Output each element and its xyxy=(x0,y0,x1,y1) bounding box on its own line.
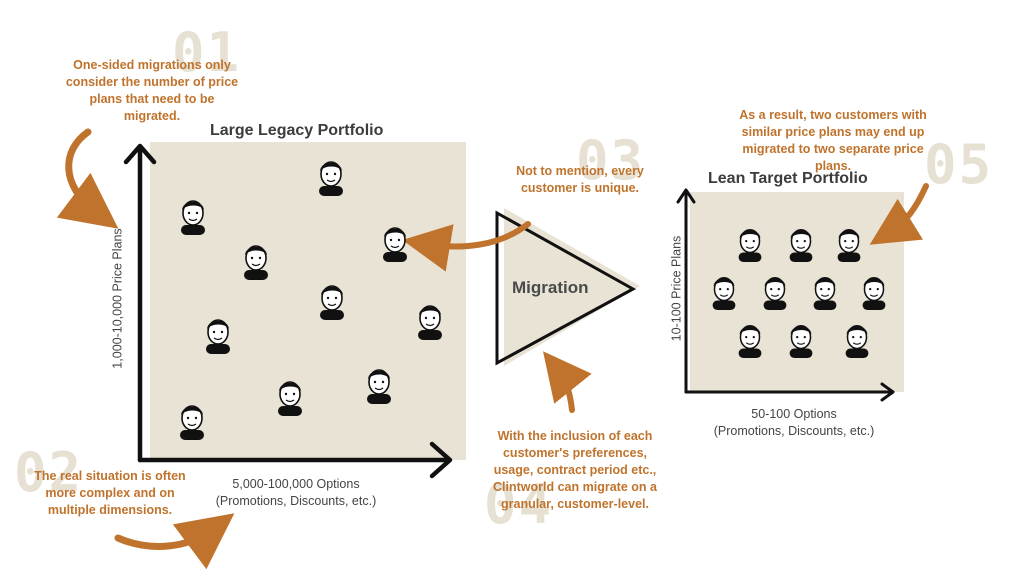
customer-avatar-icon xyxy=(711,276,737,310)
customer-avatar-icon xyxy=(417,305,443,340)
customer-avatar-icon xyxy=(737,228,763,262)
step-number-02: 02 xyxy=(14,441,84,504)
step-number-01: 01 xyxy=(172,21,242,84)
note-03: Not to mention, every customer is unique… xyxy=(516,164,644,195)
curved-arrow-icon-01 xyxy=(56,128,119,229)
step-number-05: 05 xyxy=(924,133,994,196)
customer-avatar-icon xyxy=(205,319,231,354)
customer-avatar-icon xyxy=(277,381,303,416)
legacy-customer-avatars xyxy=(179,161,443,440)
customer-avatar-icon xyxy=(179,405,205,440)
curved-arrow-icon-05 xyxy=(869,183,929,245)
note-02: The real situation is often more complex… xyxy=(34,469,186,517)
legacy-x-axis-label-line1: 5,000-100,000 Options xyxy=(232,477,360,491)
target-x-axis-label-line2: (Promotions, Discounts, etc.) xyxy=(713,424,875,438)
customer-avatar-icon xyxy=(366,369,392,404)
customer-avatar-icon xyxy=(382,227,408,262)
target-y-axis-label: 10-100 Price Plans xyxy=(669,235,684,342)
customer-avatar-icon xyxy=(243,245,269,280)
customer-avatar-icon xyxy=(319,285,345,320)
customer-avatar-icon xyxy=(861,276,887,310)
curved-arrow-icon-04 xyxy=(543,351,592,413)
target-x-axis-label: 50-100 Options (Promotions, Discounts, e… xyxy=(694,406,894,440)
curved-arrow-icon-03 xyxy=(402,221,531,272)
step-number-04: 04 xyxy=(484,473,554,536)
customer-avatar-icon xyxy=(180,200,206,235)
legacy-portfolio-panel xyxy=(150,142,466,460)
customer-avatar-icon xyxy=(737,324,763,358)
note-05: As a result, two customers with similar … xyxy=(739,108,927,173)
note-04: With the inclusion of each customer's pr… xyxy=(493,429,657,511)
target-customer-avatars xyxy=(711,228,887,358)
migration-label: Migration xyxy=(512,278,589,297)
customer-avatar-icon xyxy=(788,228,814,262)
legacy-x-axis-label-line2: (Promotions, Discounts, etc.) xyxy=(215,494,377,508)
customer-avatar-icon xyxy=(836,228,862,262)
target-axes xyxy=(676,188,895,402)
note-01: One-sided migrations only consider the n… xyxy=(65,58,239,123)
customer-avatar-icon xyxy=(844,324,870,358)
curved-arrow-icon-02 xyxy=(114,513,235,570)
customer-avatar-icon xyxy=(812,276,838,310)
triangle-migration-icon xyxy=(495,208,640,366)
step-number-03: 03 xyxy=(576,129,646,192)
legacy-portfolio-title: Large Legacy Portfolio xyxy=(210,122,384,139)
legacy-axes xyxy=(123,143,453,479)
legacy-y-axis-label: 1,000-10,000 Price Plans xyxy=(110,228,125,369)
customer-avatar-icon xyxy=(318,161,344,196)
target-portfolio-title: Lean Target Portfolio xyxy=(708,170,868,187)
customer-avatar-icon xyxy=(762,276,788,310)
target-x-axis-label-line1: 50-100 Options xyxy=(751,407,837,421)
legacy-x-axis-label: 5,000-100,000 Options (Promotions, Disco… xyxy=(196,476,396,510)
customer-avatar-icon xyxy=(788,324,814,358)
